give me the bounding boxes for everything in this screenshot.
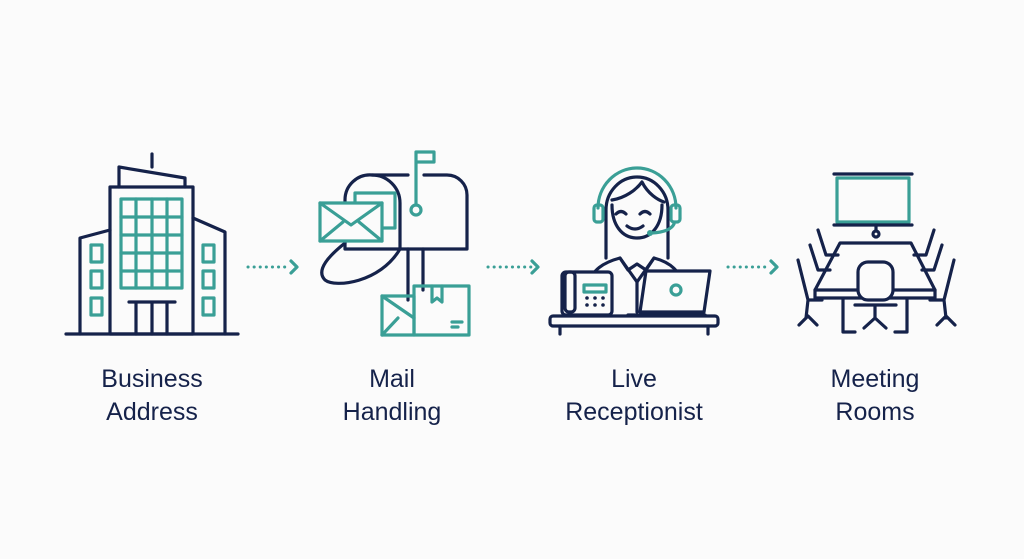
- step-label-business-address: Business Address: [52, 363, 252, 429]
- label-line: Address: [106, 398, 198, 426]
- label-line: Live: [611, 365, 657, 393]
- mailbox-icon: [318, 150, 471, 337]
- arrow-icon: [486, 259, 540, 275]
- step-label-mail-handling: Mail Handling: [292, 363, 492, 429]
- label-line: Handling: [342, 398, 442, 426]
- office-building-icon: [64, 152, 240, 336]
- label-line: Receptionist: [565, 398, 703, 426]
- label-line: Mail: [369, 365, 415, 393]
- arrow-icon: [246, 259, 299, 275]
- step-label-meeting-rooms: Meeting Rooms: [775, 363, 975, 429]
- label-line: Meeting: [830, 365, 920, 393]
- step-label-live-receptionist: Live Receptionist: [534, 363, 734, 429]
- receptionist-icon: [548, 166, 720, 336]
- label-line: Business: [101, 365, 203, 393]
- meeting-room-icon: [796, 172, 957, 334]
- arrow-icon: [726, 259, 779, 275]
- label-line: Rooms: [835, 398, 915, 426]
